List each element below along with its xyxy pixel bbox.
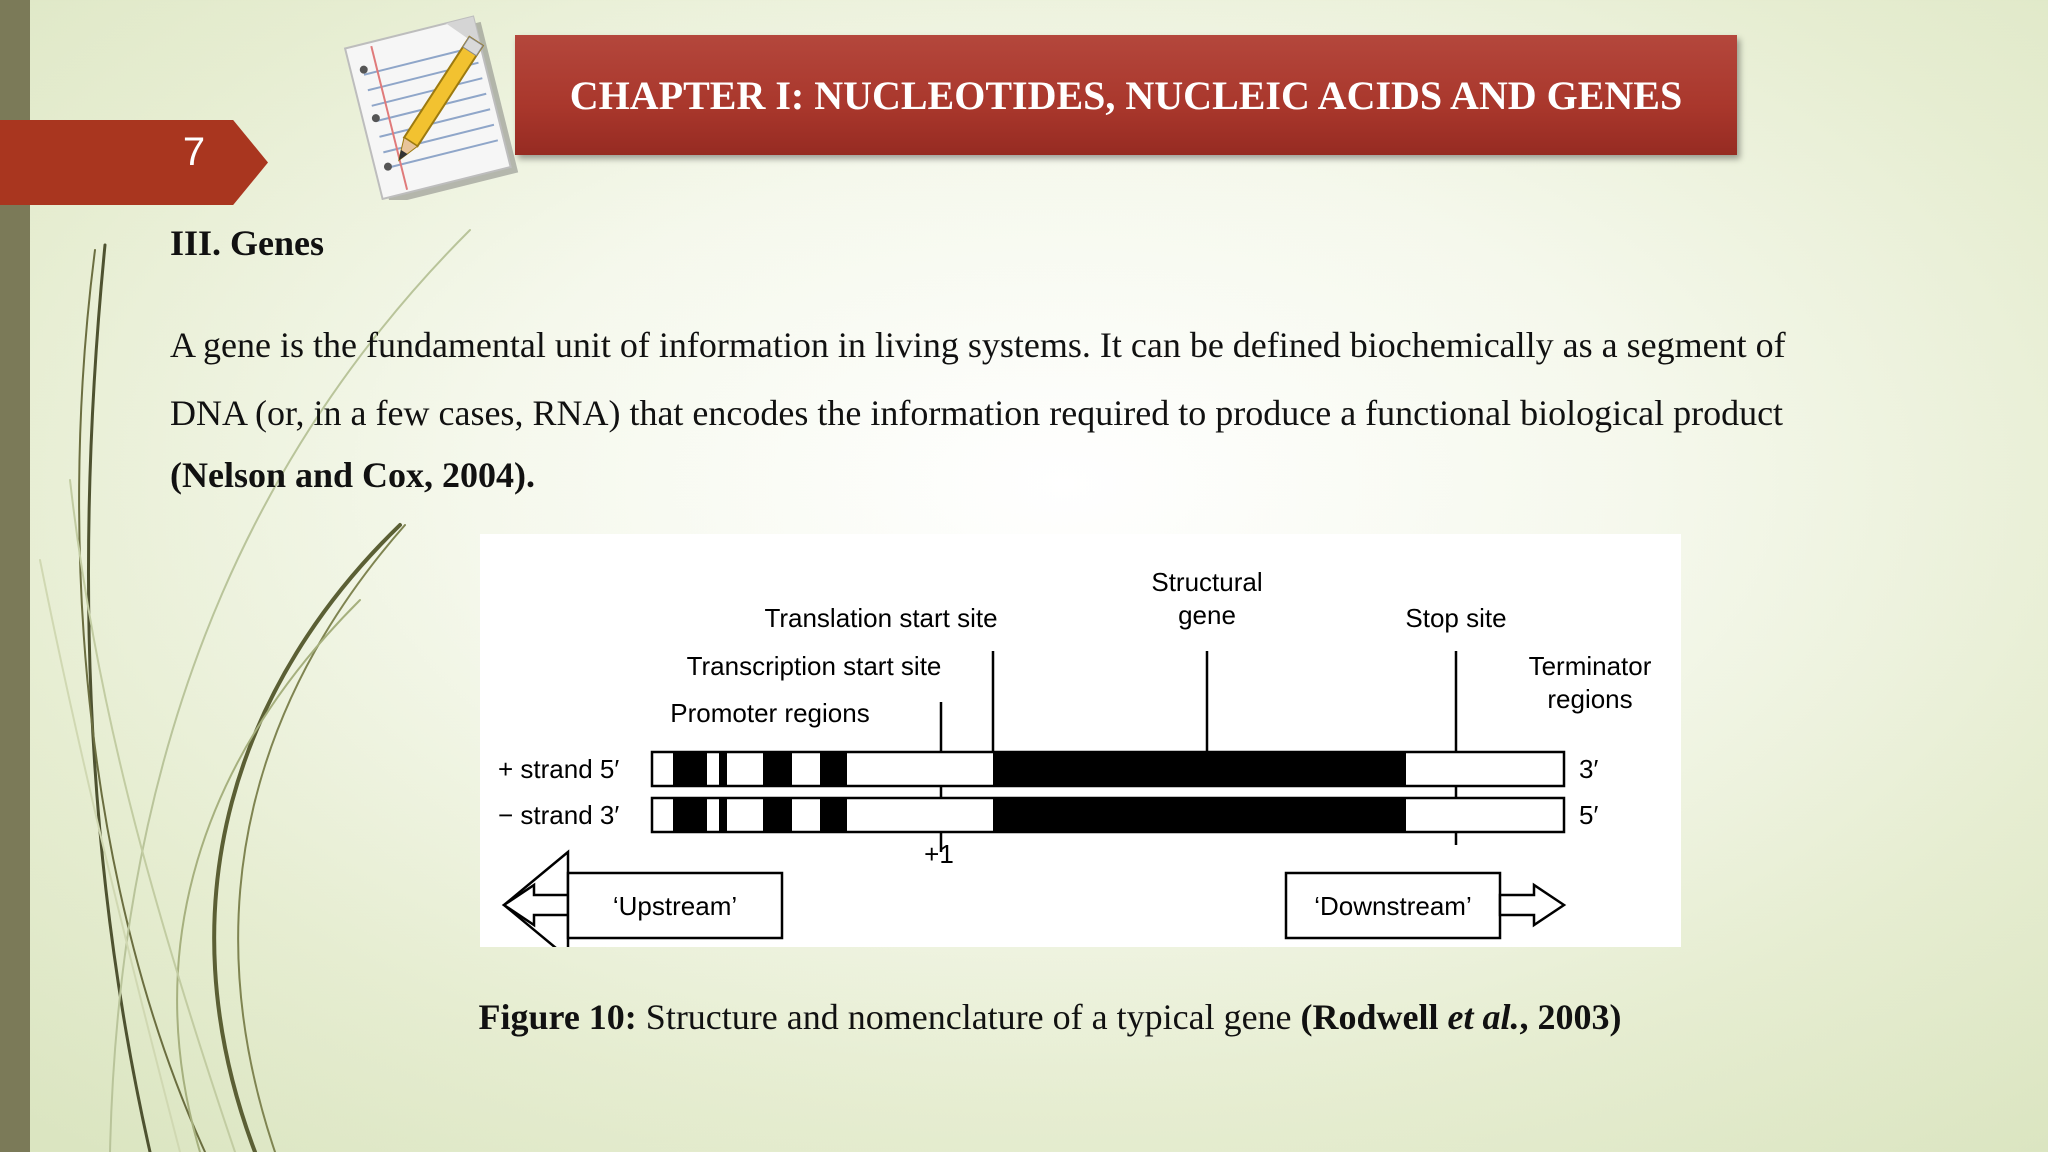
label-downstream: ‘Downstream’: [1314, 891, 1472, 921]
caption-label: Figure 10:: [478, 997, 637, 1037]
label-stop-site: Stop site: [1405, 603, 1506, 633]
notepad-pencil-icon: [343, 15, 519, 200]
plus-strand-bar: [650, 750, 1566, 788]
label-plus-one: +1: [924, 839, 954, 869]
chapter-title: CHAPTER I: NUCLEOTIDES, NUCLEIC ACIDS AN…: [569, 72, 1683, 118]
label-5prime-end: 5′: [1579, 800, 1598, 830]
paragraph-line-2: DNA (or, in a few cases, RNA) that encod…: [170, 393, 1784, 433]
paragraph-line-1: A gene is the fundamental unit of inform…: [170, 325, 1786, 365]
upstream-arrow: [501, 849, 570, 961]
gene-structure-figure: Structural gene Translation start site S…: [480, 534, 1681, 961]
label-terminator-1: Terminator: [1529, 651, 1652, 681]
caption-text: Structure and nomenclature of a typical …: [636, 997, 1301, 1037]
downstream-arrow: [1498, 882, 1567, 928]
label-terminator-2: regions: [1547, 684, 1632, 714]
caption-cite-etal: et al.: [1447, 997, 1520, 1037]
paragraph-citation: (Nelson and Cox, 2004).: [170, 455, 536, 495]
label-translation-start: Translation start site: [764, 603, 997, 633]
label-plus-strand: + strand 5′: [498, 754, 619, 784]
minus-strand-bar: [650, 796, 1566, 834]
label-promoter: Promoter regions: [670, 698, 869, 728]
label-transcription-start: Transcription start site: [687, 651, 942, 681]
gene-definition-paragraph: A gene is the fundamental unit of inform…: [170, 311, 1910, 503]
figure-caption: Figure 10: Structure and nomenclature of…: [0, 996, 2048, 1038]
chapter-title-banner: CHAPTER I: NUCLEOTIDES, NUCLEIC ACIDS AN…: [515, 35, 1737, 155]
gene-structure-diagram: Structural gene Translation start site S…: [498, 567, 1652, 961]
caption-cite-close: , 2003): [1519, 997, 1622, 1037]
label-structural-gene-1: Structural: [1151, 567, 1262, 597]
label-3prime-end: 3′: [1579, 754, 1598, 784]
slide-number-tab: [0, 120, 268, 205]
section-heading: III. Genes: [170, 223, 325, 263]
upstream-box: [566, 871, 784, 940]
label-upstream: ‘Upstream’: [613, 891, 737, 921]
slide-number: 7: [182, 130, 206, 174]
caption-cite-open: (Rodwell: [1300, 997, 1448, 1037]
label-minus-strand: − strand 3′: [498, 800, 619, 830]
label-structural-gene-2: gene: [1178, 600, 1236, 630]
caption-citation: (Rodwell et al., 2003): [1301, 997, 1622, 1037]
